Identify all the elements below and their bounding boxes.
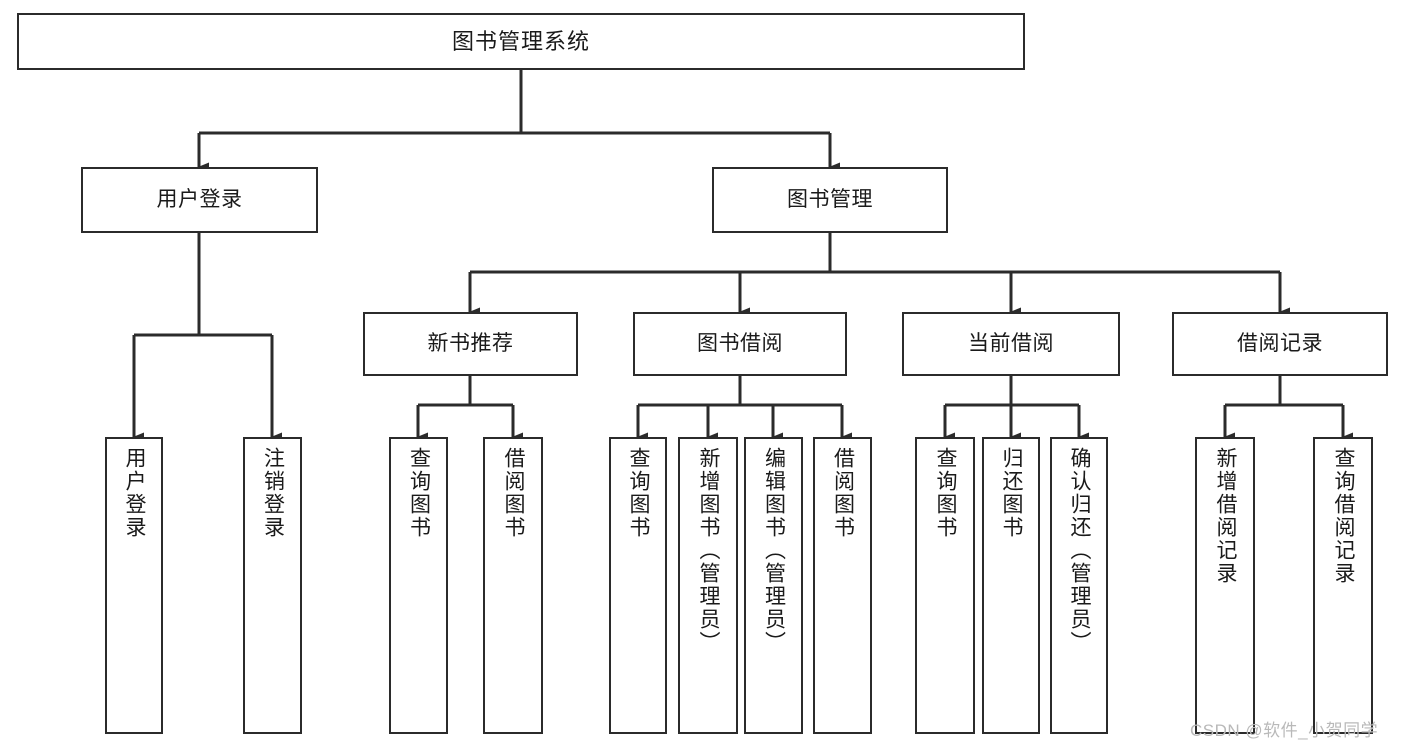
- leaf-borrow-book-2-label: 借阅图书: [831, 447, 855, 539]
- leaf-borrow-book-2[interactable]: 借阅图书: [813, 437, 872, 734]
- leaf-add-borrow-record[interactable]: 新增借阅记录: [1195, 437, 1255, 734]
- node-current-borrow-label: 当前借阅: [968, 331, 1054, 355]
- leaf-add-book-admin-label: 新增图书（管理员）: [697, 447, 721, 654]
- node-book-borrow-label: 图书借阅: [697, 331, 783, 355]
- node-book-manage-label: 图书管理: [787, 187, 873, 211]
- leaf-query-book-1-label: 查询图书: [407, 447, 431, 539]
- leaf-query-borrow-record[interactable]: 查询借阅记录: [1313, 437, 1373, 734]
- leaf-query-book-2[interactable]: 查询图书: [609, 437, 667, 734]
- connector-group: [132, 70, 1353, 442]
- leaf-query-book-1[interactable]: 查询图书: [389, 437, 448, 734]
- leaf-query-book-3-label: 查询图书: [934, 447, 958, 539]
- leaf-add-borrow-record-label: 新增借阅记录: [1214, 447, 1238, 585]
- leaf-return-book[interactable]: 归还图书: [982, 437, 1040, 734]
- leaf-confirm-return-admin-label: 确认归还（管理员）: [1068, 447, 1092, 654]
- leaf-logout-login[interactable]: 注销登录: [243, 437, 302, 734]
- leaf-confirm-return-admin[interactable]: 确认归还（管理员）: [1050, 437, 1108, 734]
- leaf-return-book-label: 归还图书: [1000, 447, 1024, 539]
- node-user-login-label: 用户登录: [156, 187, 243, 211]
- node-book-manage[interactable]: 图书管理: [712, 167, 948, 233]
- node-new-book-recommend[interactable]: 新书推荐: [363, 312, 578, 376]
- leaf-edit-book-admin-label: 编辑图书（管理员）: [762, 447, 786, 654]
- node-current-borrow[interactable]: 当前借阅: [902, 312, 1120, 376]
- leaf-user-login[interactable]: 用户登录: [105, 437, 163, 734]
- node-book-borrow[interactable]: 图书借阅: [633, 312, 847, 376]
- leaf-logout-login-label: 注销登录: [261, 447, 285, 539]
- node-root[interactable]: 图书管理系统: [17, 13, 1025, 70]
- leaf-query-borrow-record-label: 查询借阅记录: [1332, 447, 1356, 585]
- leaf-borrow-book-1-label: 借阅图书: [502, 447, 526, 539]
- leaf-query-book-3[interactable]: 查询图书: [915, 437, 975, 734]
- leaf-add-book-admin[interactable]: 新增图书（管理员）: [678, 437, 738, 734]
- leaf-query-book-2-label: 查询图书: [627, 447, 651, 539]
- node-borrow-record-label: 借阅记录: [1237, 331, 1323, 355]
- node-borrow-record[interactable]: 借阅记录: [1172, 312, 1388, 376]
- node-root-label: 图书管理系统: [451, 28, 590, 54]
- leaf-borrow-book-1[interactable]: 借阅图书: [483, 437, 543, 734]
- leaf-edit-book-admin[interactable]: 编辑图书（管理员）: [744, 437, 803, 734]
- leaf-user-login-label: 用户登录: [123, 447, 147, 539]
- node-new-book-recommend-label: 新书推荐: [427, 331, 514, 355]
- node-user-login[interactable]: 用户登录: [81, 167, 318, 233]
